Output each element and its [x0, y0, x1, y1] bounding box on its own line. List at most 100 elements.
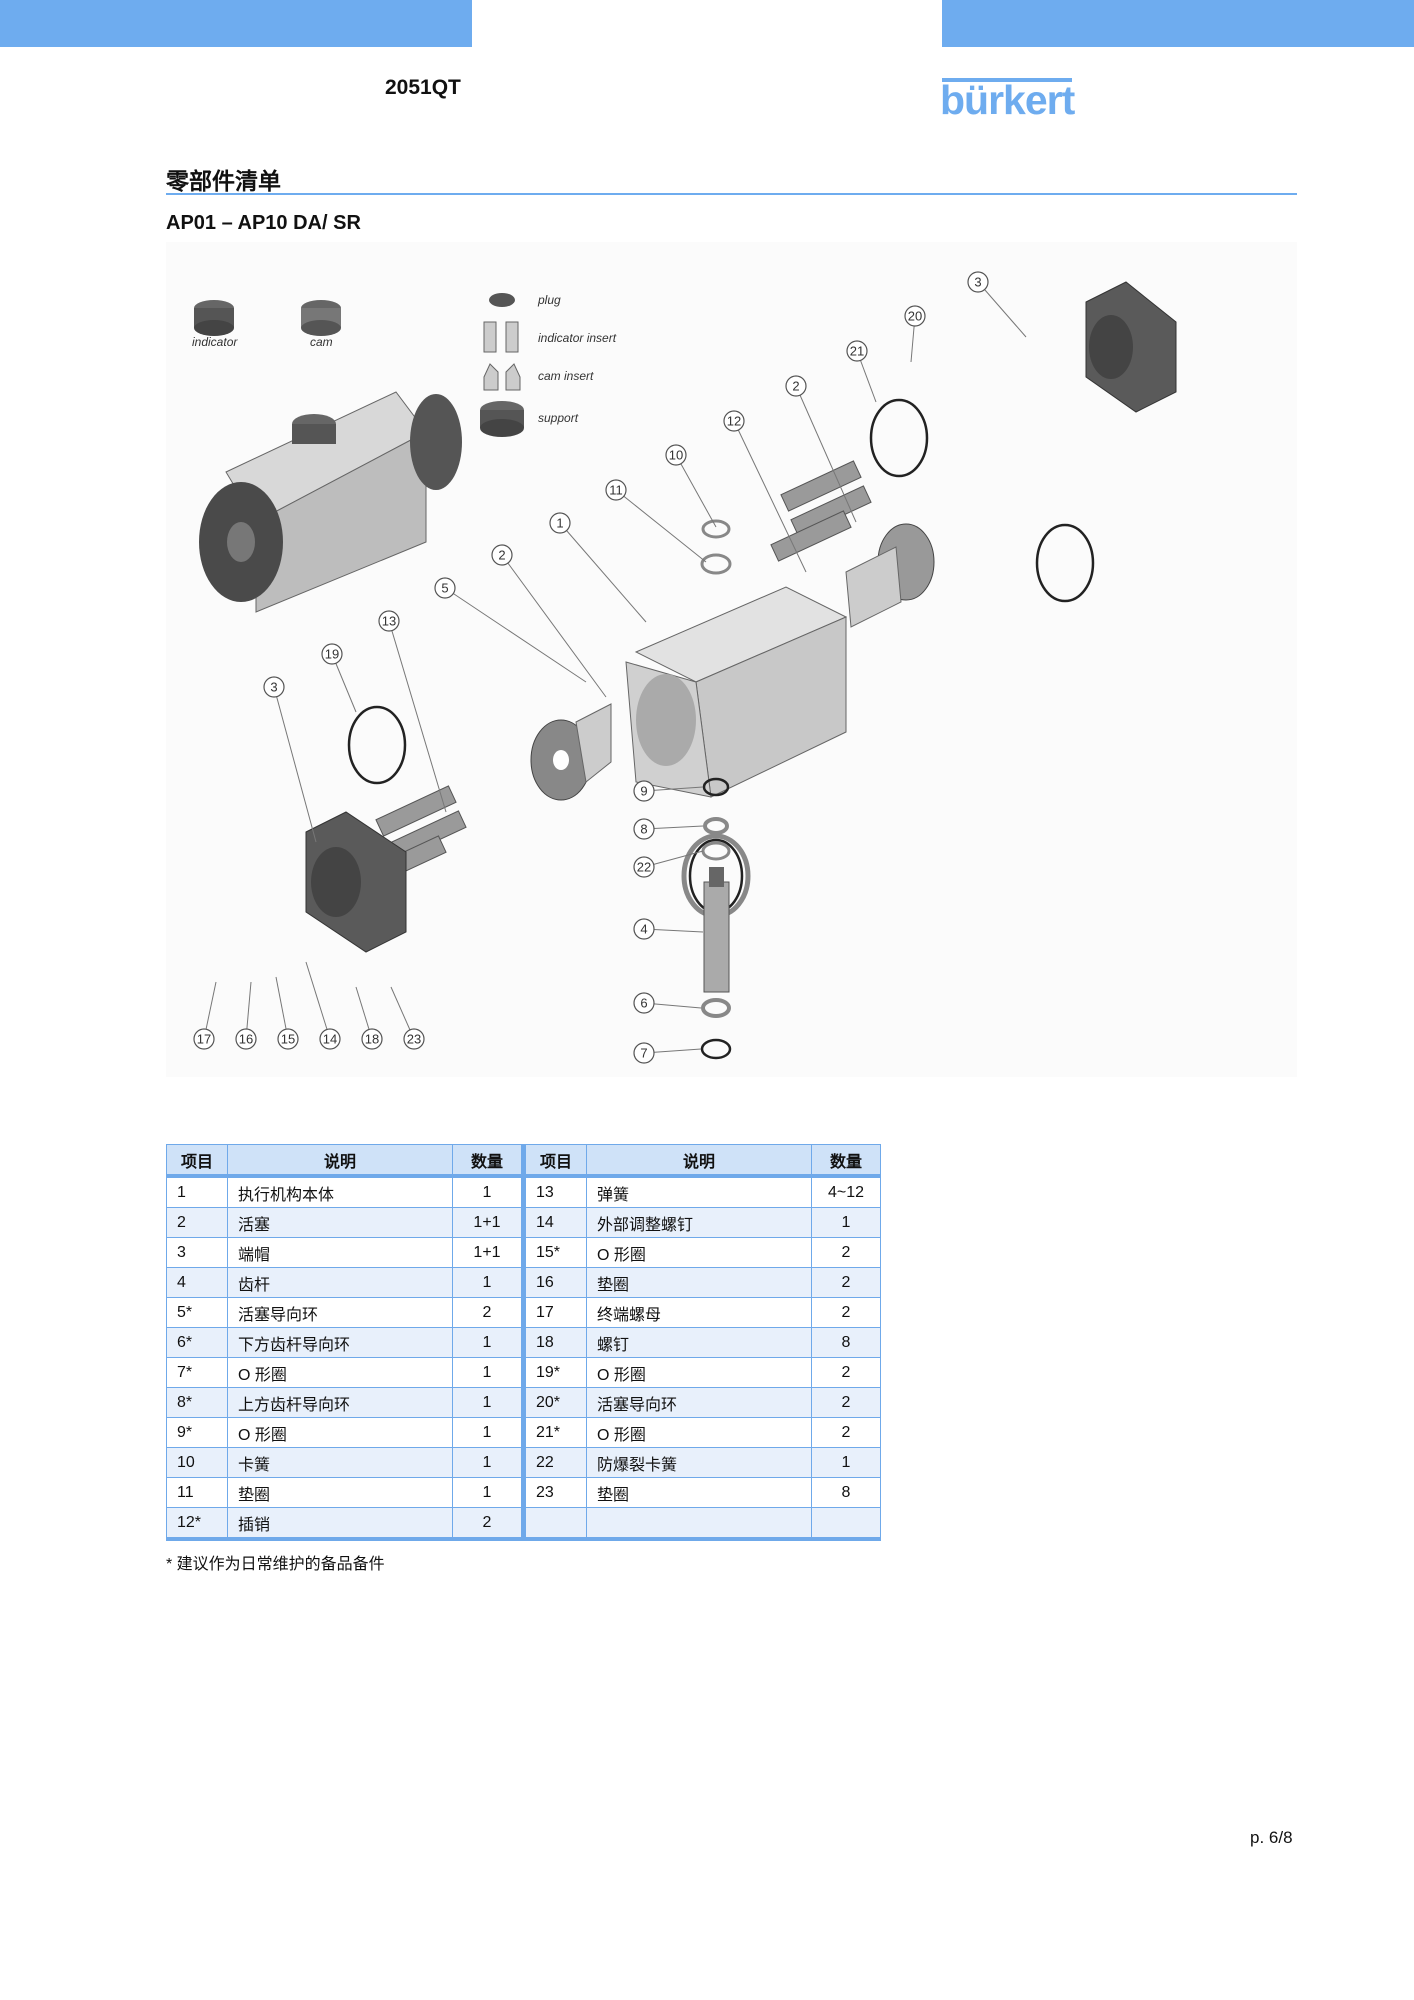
item-description: 卡簧: [227, 1447, 453, 1478]
callout-12: 12: [723, 410, 807, 573]
item-quantity: 1: [452, 1447, 524, 1478]
callout-number: 8: [640, 822, 647, 837]
item-number: 17: [521, 1297, 587, 1328]
actuator-body-part: [625, 586, 848, 798]
item-quantity: 2: [811, 1417, 881, 1448]
item-description: O 形圈: [227, 1357, 453, 1388]
exploded-parts-diagram: indicator cam plug indicator insert cam …: [166, 242, 1297, 1077]
callout-circle: [319, 1028, 341, 1050]
callout-1: 1: [549, 512, 647, 623]
col-header-description: 说明: [227, 1144, 453, 1178]
document-code: 2051QT: [385, 76, 461, 99]
support-part: [480, 401, 524, 437]
callout-number: 22: [637, 860, 651, 875]
item-quantity: 1: [452, 1267, 524, 1298]
indicator-insert-part: [483, 321, 519, 353]
callout-circle: [633, 918, 655, 940]
callout-number: 2: [792, 379, 799, 394]
callout-circle: [633, 818, 655, 840]
callout-18: 18: [355, 986, 383, 1050]
callout-3: 3: [263, 676, 317, 843]
leader-line: [388, 620, 447, 813]
leader-line: [733, 420, 807, 573]
item-description: O 形圈: [586, 1357, 812, 1388]
end-cap-parts: [305, 281, 1177, 953]
item-number: 4: [166, 1267, 228, 1298]
callout-10: 10: [665, 444, 717, 528]
section-title: 零部件清单: [166, 168, 281, 194]
plug-label: plug: [537, 293, 561, 307]
item-number: 20*: [521, 1387, 587, 1418]
callout-number: 18: [365, 1032, 379, 1047]
item-quantity: 2: [811, 1357, 881, 1388]
item-description: 外部调整螺钉: [586, 1207, 812, 1238]
callout-circle: [434, 577, 456, 599]
item-number: [521, 1507, 587, 1541]
callout-circle: [633, 1042, 655, 1064]
callout-20: 20: [904, 305, 926, 363]
item-description: 活塞导向环: [586, 1387, 812, 1418]
callout-3: 3: [967, 271, 1027, 338]
callout-circle: [361, 1028, 383, 1050]
item-number: 1: [166, 1175, 228, 1208]
header-bar-left: [0, 0, 472, 47]
callout-circle: [491, 544, 513, 566]
item-description: [586, 1507, 812, 1541]
callout-19: 19: [321, 643, 357, 713]
callout-number: 10: [669, 448, 683, 463]
callout-circle: [846, 340, 868, 362]
item-number: 14: [521, 1207, 587, 1238]
item-description: 上方齿杆导向环: [227, 1387, 453, 1418]
callout-circle: [967, 271, 989, 293]
callout-22: 22: [633, 850, 704, 878]
callout-9: 9: [633, 780, 704, 802]
item-description: 端帽: [227, 1237, 453, 1268]
indicator-insert-label: indicator insert: [538, 331, 617, 345]
item-number: 2: [166, 1207, 228, 1238]
item-description: 齿杆: [227, 1267, 453, 1298]
callout-2: 2: [491, 544, 607, 698]
pinion-part: [703, 867, 730, 993]
item-quantity: 2: [811, 1267, 881, 1298]
callout-number: 4: [640, 922, 647, 937]
item-description: 下方齿杆导向环: [227, 1327, 453, 1358]
callout-21: 21: [846, 340, 877, 403]
callout-13: 13: [378, 610, 447, 813]
item-number: 15*: [521, 1237, 587, 1268]
plug-part: [489, 293, 515, 307]
page-number: p. 6/8: [1250, 1828, 1293, 1847]
callout-number: 3: [974, 275, 981, 290]
callout-8: 8: [633, 818, 704, 840]
item-quantity: 2: [811, 1297, 881, 1328]
item-number: 7*: [166, 1357, 228, 1388]
col-header-description: 说明: [586, 1144, 812, 1178]
section-divider: [166, 193, 1297, 195]
callout-2: 2: [785, 375, 857, 523]
callout-number: 15: [281, 1032, 295, 1047]
item-number: 6*: [166, 1327, 228, 1358]
item-description: O 形圈: [586, 1417, 812, 1448]
callout-14: 14: [305, 961, 341, 1050]
item-quantity: 1+1: [452, 1237, 524, 1268]
callout-7: 7: [633, 1042, 702, 1064]
callout-circle: [378, 610, 400, 632]
logo-text: bürkert: [940, 77, 1075, 123]
burkert-logo: bürkert: [940, 77, 1075, 123]
item-description: O 形圈: [586, 1237, 812, 1268]
item-description: O 形圈: [227, 1417, 453, 1448]
callout-5: 5: [434, 577, 587, 683]
item-quantity: 2: [811, 1237, 881, 1268]
callout-circle: [277, 1028, 299, 1050]
item-description: 垫圈: [227, 1477, 453, 1508]
piston-parts: [530, 523, 935, 801]
assembled-actuator: [199, 391, 462, 613]
item-description: 终端螺母: [586, 1297, 812, 1328]
callout-6: 6: [633, 992, 702, 1014]
item-quantity: 2: [452, 1297, 524, 1328]
item-quantity: 4~12: [811, 1175, 881, 1208]
